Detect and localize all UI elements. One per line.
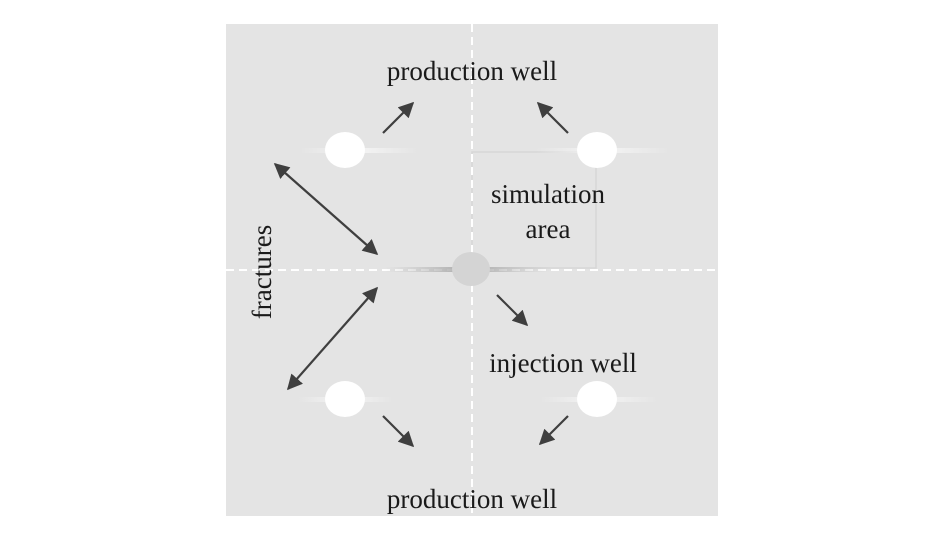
arrow-top-left xyxy=(382,101,415,134)
fractures-label: fractures xyxy=(247,225,277,319)
injection-well xyxy=(452,252,490,286)
fracture-arrow-lower xyxy=(286,286,379,391)
production-well-top-left xyxy=(325,132,365,168)
production-well-top-right xyxy=(577,132,617,168)
arrow-top-right xyxy=(536,101,569,134)
arrow-bottom-left xyxy=(382,415,415,448)
simulation-area-label-line1: simulation xyxy=(491,179,605,209)
simulation-area-label-line2: area xyxy=(526,214,571,244)
injection-well-label: injection well xyxy=(489,348,637,378)
production-well-bottom-left xyxy=(325,381,365,417)
production-well-top-label: production well xyxy=(387,56,557,86)
production-well-bottom-label: production well xyxy=(387,484,557,514)
arrow-bottom-right xyxy=(538,415,569,446)
arrow-center xyxy=(496,294,529,327)
production-well-bottom-right xyxy=(577,381,617,417)
fracture-arrow-upper xyxy=(273,162,379,256)
